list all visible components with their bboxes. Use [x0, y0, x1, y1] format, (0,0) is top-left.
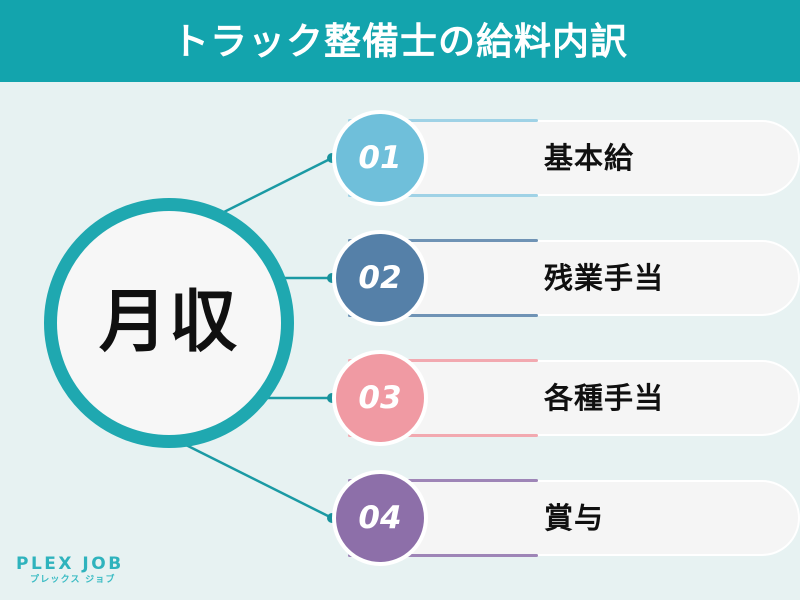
breakdown-label-01: 基本給: [544, 140, 635, 175]
breakdown-card-01: 基本給: [374, 120, 800, 196]
number-badge-02[interactable]: 02: [332, 230, 428, 326]
accent-line-top-03: [348, 359, 538, 362]
breakdown-label-03: 各種手当: [544, 380, 665, 415]
brand-logo: PLEX JOB プレックス ジョブ: [16, 555, 124, 586]
breakdown-row-01[interactable]: 基本給 01: [332, 110, 800, 206]
breakdown-row-04[interactable]: 賞与 04: [332, 470, 800, 566]
breakdown-row-02[interactable]: 残業手当 02: [332, 230, 800, 326]
number-badge-01[interactable]: 01: [332, 110, 428, 206]
accent-line-bottom-01: [348, 194, 538, 197]
breakdown-card-02: 残業手当: [374, 240, 800, 316]
accent-line-top-01: [348, 119, 538, 122]
accent-line-bottom-04: [348, 554, 538, 557]
center-circle: 月収: [44, 198, 294, 448]
breakdown-card-03: 各種手当: [374, 360, 800, 436]
page-title: トラック整備士の給料内訳: [172, 19, 628, 63]
center-circle-label: 月収: [98, 283, 239, 362]
breakdown-label-04: 賞与: [544, 500, 605, 535]
connector-line-4: [183, 442, 333, 520]
breakdown-row-03[interactable]: 各種手当 03: [332, 350, 800, 446]
number-badge-text-03: 03: [358, 379, 402, 416]
accent-line-top-04: [348, 479, 538, 482]
breakdown-label-02: 残業手当: [544, 260, 665, 295]
number-badge-text-01: 01: [358, 139, 402, 176]
brand-logo-main: PLEX JOB: [16, 554, 124, 575]
header-bar: トラック整備士の給料内訳: [0, 0, 800, 82]
number-badge-text-04: 04: [358, 499, 402, 536]
diagram-area: 月収 基本給 01 残業手当 02 各種手当 03: [0, 82, 800, 600]
brand-logo-sub: プレックス ジョブ: [30, 575, 116, 586]
number-badge-text-02: 02: [358, 259, 402, 296]
accent-line-bottom-02: [348, 314, 538, 317]
number-badge-04[interactable]: 04: [332, 470, 428, 566]
breakdown-card-04: 賞与: [374, 480, 800, 556]
accent-line-bottom-03: [348, 434, 538, 437]
number-badge-03[interactable]: 03: [332, 350, 428, 446]
accent-line-top-02: [348, 239, 538, 242]
